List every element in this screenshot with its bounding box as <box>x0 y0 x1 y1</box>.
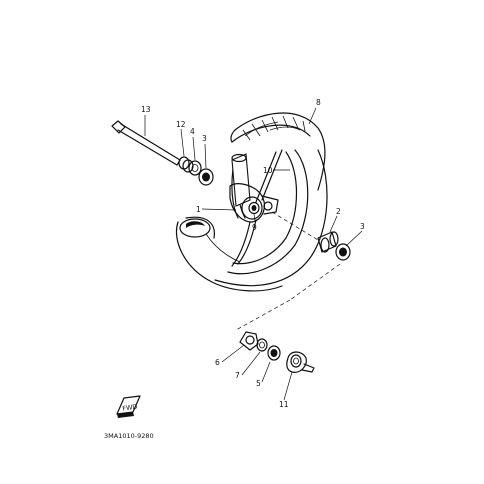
assembly-lines <box>235 211 341 331</box>
collar <box>178 156 194 173</box>
tire-lower <box>176 216 283 292</box>
bearing-upper <box>198 168 214 186</box>
label-11: 11 <box>279 400 289 409</box>
diagram-code: 3MA1010-9280 <box>104 432 154 440</box>
oil-seal-lower <box>267 345 281 361</box>
spacer-washer <box>256 338 268 352</box>
label-7: 7 <box>235 371 240 380</box>
oil-seal-upper <box>188 160 202 176</box>
label-5: 5 <box>256 379 261 388</box>
spacer <box>317 231 339 253</box>
label-12: 12 <box>176 120 186 129</box>
label-1: 1 <box>196 205 201 214</box>
tire-upper <box>230 112 326 191</box>
bearing-right <box>335 243 351 261</box>
label-6: 6 <box>215 358 220 367</box>
part-labels: 13 12 4 3 8 10 1 9 2 3 6 7 5 11 <box>141 98 365 409</box>
leader-lines <box>144 107 363 401</box>
label-8: 8 <box>316 98 321 107</box>
label-13: 13 <box>141 105 151 114</box>
wheel-hub <box>229 153 279 223</box>
fwd-direction-icon: FWD <box>116 395 141 418</box>
gear-unit <box>286 351 315 373</box>
label-2: 2 <box>336 207 341 216</box>
label-9: 9 <box>252 223 257 232</box>
label-3-right: 3 <box>360 222 365 231</box>
front-axle <box>111 120 181 166</box>
label-4: 4 <box>190 127 195 136</box>
speedometer-clutch <box>239 331 259 351</box>
label-10: 10 <box>263 166 273 175</box>
fwd-badge-text: FWD <box>122 403 138 413</box>
label-3-upper: 3 <box>202 134 207 143</box>
